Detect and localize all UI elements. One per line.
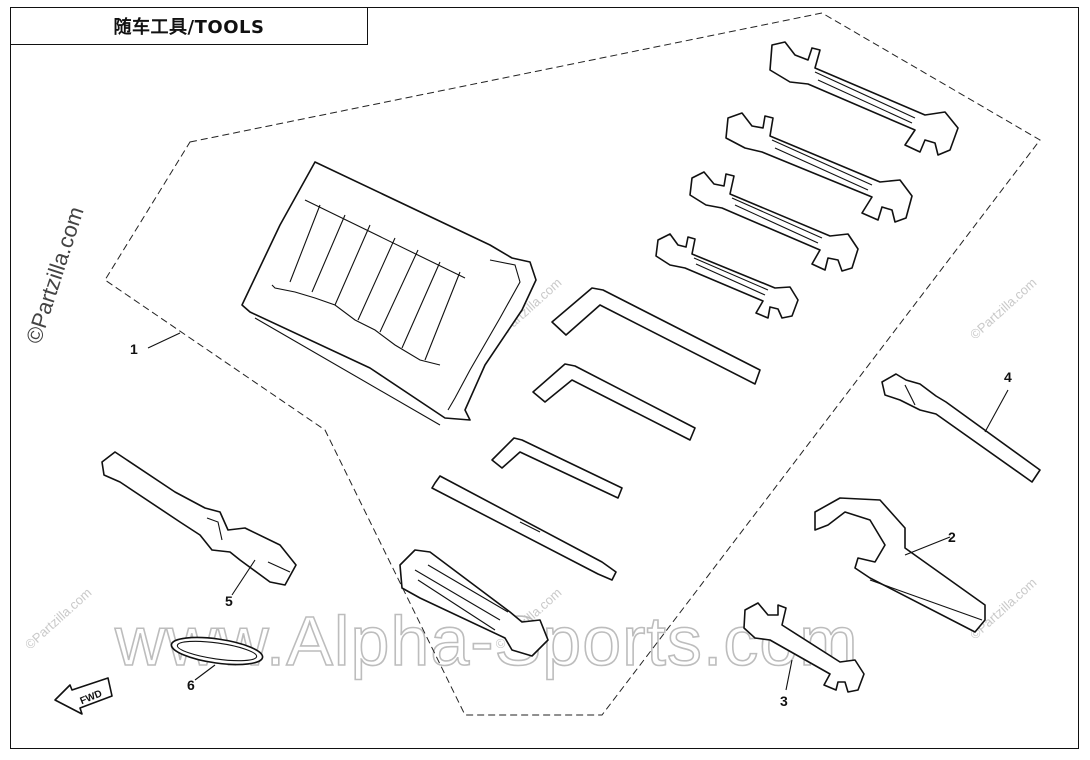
- o-ring-inner: [176, 640, 258, 662]
- hex-key-small: [491, 437, 623, 499]
- callout-2: 2: [948, 529, 956, 545]
- o-ring: [170, 636, 264, 666]
- screwdriver-blade: [431, 475, 617, 581]
- callout-5: 5: [225, 593, 233, 609]
- open-end-wrench-small: [655, 233, 799, 319]
- callout-4: 4: [1004, 369, 1012, 385]
- title-box: 随车工具/TOOLS: [10, 7, 368, 45]
- hex-key-medium: [532, 363, 696, 441]
- kit-boundary: [104, 12, 1041, 716]
- page-title: 随车工具/TOOLS: [113, 17, 265, 38]
- socket-wrench: [101, 451, 297, 586]
- callout-3: 3: [780, 693, 788, 709]
- watermark-small-1: ©Partzilla.com: [967, 275, 1039, 342]
- callout-1: 1: [130, 341, 138, 357]
- small-wrench: [743, 602, 865, 693]
- fwd-arrow: FWD: [54, 677, 113, 715]
- extension-bar: [881, 373, 1041, 483]
- leader-lines: [147, 332, 1009, 691]
- screwdriver-handle: [399, 549, 549, 657]
- hex-key-large: [551, 287, 761, 385]
- watermark-partzilla-vertical: ©Partzilla.com: [21, 204, 89, 347]
- c-spanner: [814, 497, 986, 633]
- open-end-wrench-medium-2: [689, 171, 859, 272]
- open-end-wrench-medium-1: [725, 112, 913, 223]
- callout-6: 6: [187, 677, 195, 693]
- tool-roll: [241, 161, 537, 426]
- watermark-small-2: ©Partzilla.com: [22, 585, 94, 652]
- drawing-frame: [10, 7, 1079, 749]
- open-end-wrench-large: [769, 41, 959, 156]
